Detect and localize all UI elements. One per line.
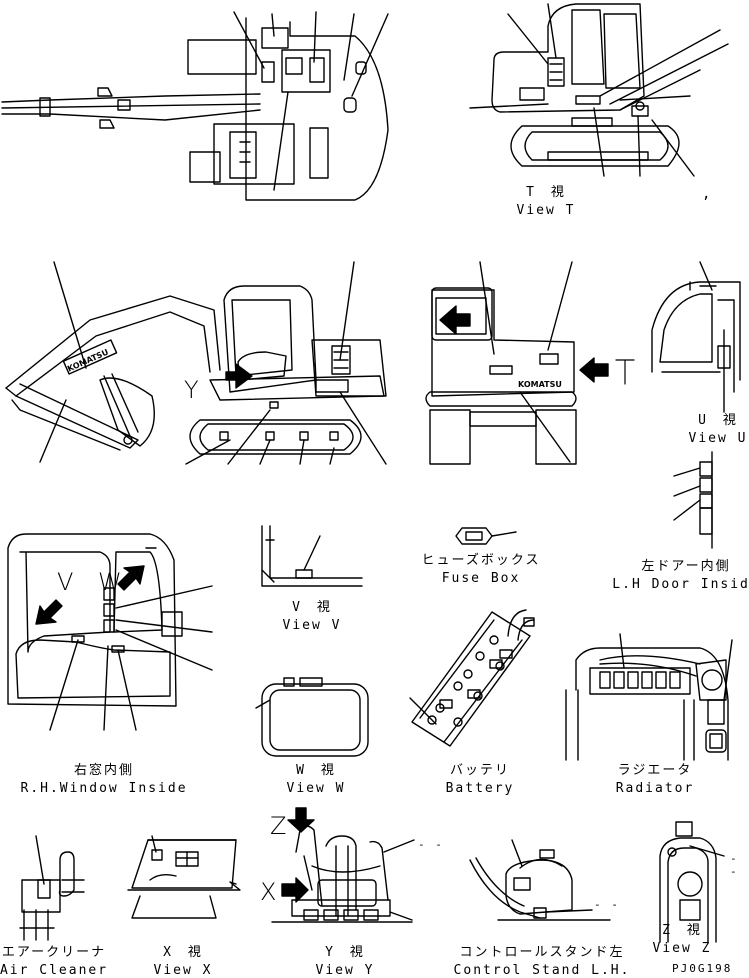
control-stand-drawing bbox=[470, 840, 610, 920]
letter-x: X bbox=[260, 878, 277, 906]
arrow-w-marker bbox=[118, 566, 144, 590]
view-w-drawing bbox=[256, 678, 368, 756]
arrow-v-marker bbox=[36, 600, 62, 624]
rear-view-excavator bbox=[426, 262, 576, 464]
dash-mark-y: - - bbox=[418, 838, 444, 851]
arrow-z-marker bbox=[288, 808, 314, 832]
fuse-box-drawing bbox=[456, 528, 516, 544]
side-view-t-excavator bbox=[470, 4, 728, 176]
side-view-excavator bbox=[6, 262, 386, 464]
view-v-drawing bbox=[262, 526, 362, 586]
radiator-drawing bbox=[566, 634, 732, 760]
arrow-left-marker bbox=[440, 306, 470, 334]
dash-mark-control: - - bbox=[594, 898, 620, 911]
battery-drawing bbox=[410, 610, 534, 746]
rh-window-drawing bbox=[8, 534, 212, 730]
view-z-drawing bbox=[660, 822, 724, 942]
letter-y: Y bbox=[184, 376, 199, 404]
lh-door-panel bbox=[674, 452, 712, 548]
arrow-x-marker bbox=[282, 878, 308, 902]
letter-z: Z bbox=[270, 812, 287, 840]
letter-w: W bbox=[98, 568, 122, 596]
top-view-excavator bbox=[2, 12, 388, 200]
komatsu-logo-rear: KOMATSU bbox=[518, 380, 562, 389]
arrow-t-marker bbox=[580, 358, 608, 382]
air-cleaner-drawing bbox=[20, 836, 84, 940]
letter-v: V bbox=[57, 568, 74, 596]
dash-mark-z: - - bbox=[730, 852, 739, 878]
view-y-drawing bbox=[272, 826, 414, 922]
view-u-drawing bbox=[652, 262, 740, 412]
drawing-code: PJ0G198 bbox=[672, 962, 733, 975]
view-x-drawing bbox=[128, 836, 240, 918]
arrow-y-marker bbox=[226, 364, 252, 388]
stray-mark: , bbox=[702, 186, 713, 202]
